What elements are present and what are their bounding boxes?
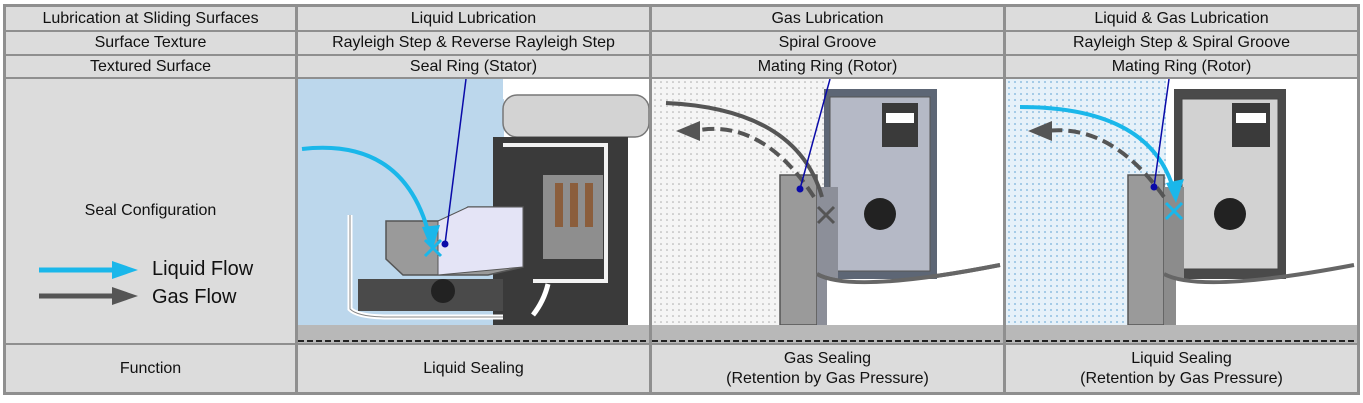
header-col2-text: Gas Lubrication bbox=[771, 9, 884, 27]
function-col1: Liquid Sealing bbox=[298, 345, 649, 392]
function-col3-line2: (Retention by Gas Pressure) bbox=[1080, 369, 1283, 387]
leader-line bbox=[799, 79, 831, 190]
column-divider bbox=[295, 7, 298, 392]
textured-col1: Seal Ring (Stator) bbox=[298, 56, 649, 77]
texture-col1: Rayleigh Step & Reverse Rayleigh Step bbox=[298, 32, 649, 54]
function-label-text: Function bbox=[119, 359, 182, 377]
texture-label-text: Surface Texture bbox=[94, 34, 207, 51]
leader-line bbox=[1153, 79, 1170, 188]
shaft bbox=[298, 325, 649, 343]
header-gas-lubrication: Gas Lubrication bbox=[652, 7, 1003, 30]
header-liquid-lubrication: Liquid Lubrication bbox=[298, 7, 649, 30]
o-ring bbox=[1214, 198, 1246, 230]
housing-shoulder bbox=[502, 94, 649, 138]
seal-point-marker bbox=[423, 238, 443, 258]
liquid-flow-arrow bbox=[301, 145, 433, 244]
column-divider bbox=[649, 7, 652, 392]
header-label-text: Lubrication at Sliding Surfaces bbox=[42, 9, 259, 27]
function-col3: Liquid Sealing (Retention by Gas Pressur… bbox=[1006, 345, 1357, 392]
textured-col3-text: Mating Ring (Rotor) bbox=[1111, 57, 1252, 75]
liquid-flow-label: Liquid Flow bbox=[152, 258, 254, 280]
textured-col1-text: Seal Ring (Stator) bbox=[409, 57, 538, 75]
shaft-sleeve bbox=[358, 279, 503, 311]
header-liquid-gas-lubrication: Liquid & Gas Lubrication bbox=[1006, 7, 1357, 30]
seal-diagram-liquid bbox=[298, 79, 649, 343]
textured-col3: Mating Ring (Rotor) bbox=[1006, 56, 1357, 77]
spring-pack bbox=[1232, 103, 1270, 147]
function-col2-line1: Gas Sealing bbox=[783, 349, 872, 367]
textured-col2-text: Mating Ring (Rotor) bbox=[757, 57, 898, 75]
function-row-label: Function bbox=[6, 345, 295, 392]
seal-point-marker bbox=[816, 205, 836, 225]
stator-ring bbox=[1127, 174, 1165, 326]
seal-diagram-liquid-gas bbox=[1006, 79, 1357, 343]
leader-line bbox=[444, 79, 467, 245]
texture-col1-text: Rayleigh Step & Reverse Rayleigh Step bbox=[332, 34, 615, 51]
gas-flow-out bbox=[1045, 128, 1166, 199]
header-col1-text: Liquid Lubrication bbox=[410, 9, 537, 27]
liquid-flow-in bbox=[1019, 105, 1176, 192]
texture-col3-text: Rayleigh Step & Spiral Groove bbox=[1073, 34, 1290, 51]
gas-flow-arrowhead bbox=[112, 287, 138, 305]
seal-point-marker bbox=[1164, 201, 1184, 221]
row-divider bbox=[6, 77, 1357, 79]
config-label: Seal Configuration bbox=[84, 202, 217, 219]
texture-col2-text: Spiral Groove bbox=[778, 34, 877, 51]
texture-row-label: Surface Texture bbox=[6, 32, 295, 54]
column-divider bbox=[1003, 7, 1006, 392]
gas-flow-in bbox=[665, 101, 824, 198]
config-row-label bbox=[6, 79, 295, 343]
liquid-flow-arrowhead bbox=[112, 261, 138, 279]
shaft bbox=[1006, 325, 1357, 343]
flow-legend-arrows bbox=[39, 261, 138, 305]
comparison-table: Lubrication at Sliding Surfaces Liquid L… bbox=[3, 4, 1360, 395]
textured-row-label: Textured Surface bbox=[6, 56, 295, 77]
spring-2 bbox=[570, 183, 578, 227]
function-col3-line1: Liquid Sealing bbox=[1131, 349, 1232, 367]
spring-3 bbox=[585, 183, 593, 227]
textured-col2: Mating Ring (Rotor) bbox=[652, 56, 1003, 77]
texture-col3: Rayleigh Step & Spiral Groove bbox=[1006, 32, 1357, 54]
header-label: Lubrication at Sliding Surfaces bbox=[6, 7, 295, 30]
function-col2-line2: (Retention by Gas Pressure) bbox=[726, 369, 929, 387]
row-divider bbox=[6, 30, 1357, 32]
gas-flow-label: Gas Flow bbox=[152, 286, 237, 308]
spring-1 bbox=[555, 183, 563, 227]
function-col2: Gas Sealing (Retention by Gas Pressure) bbox=[652, 345, 1003, 392]
stator-ring bbox=[779, 174, 818, 326]
row-divider bbox=[6, 54, 1357, 56]
textured-label-text: Textured Surface bbox=[90, 57, 211, 75]
header-col3-text: Liquid & Gas Lubrication bbox=[1094, 9, 1269, 27]
o-ring bbox=[864, 198, 896, 230]
shaft bbox=[652, 325, 1003, 343]
o-ring bbox=[431, 279, 455, 303]
seal-diagram-gas bbox=[652, 79, 1003, 343]
row-divider bbox=[6, 343, 1357, 345]
texture-col2: Spiral Groove bbox=[652, 32, 1003, 54]
spring-pack bbox=[882, 103, 918, 147]
function-col1-text: Liquid Sealing bbox=[423, 359, 524, 377]
